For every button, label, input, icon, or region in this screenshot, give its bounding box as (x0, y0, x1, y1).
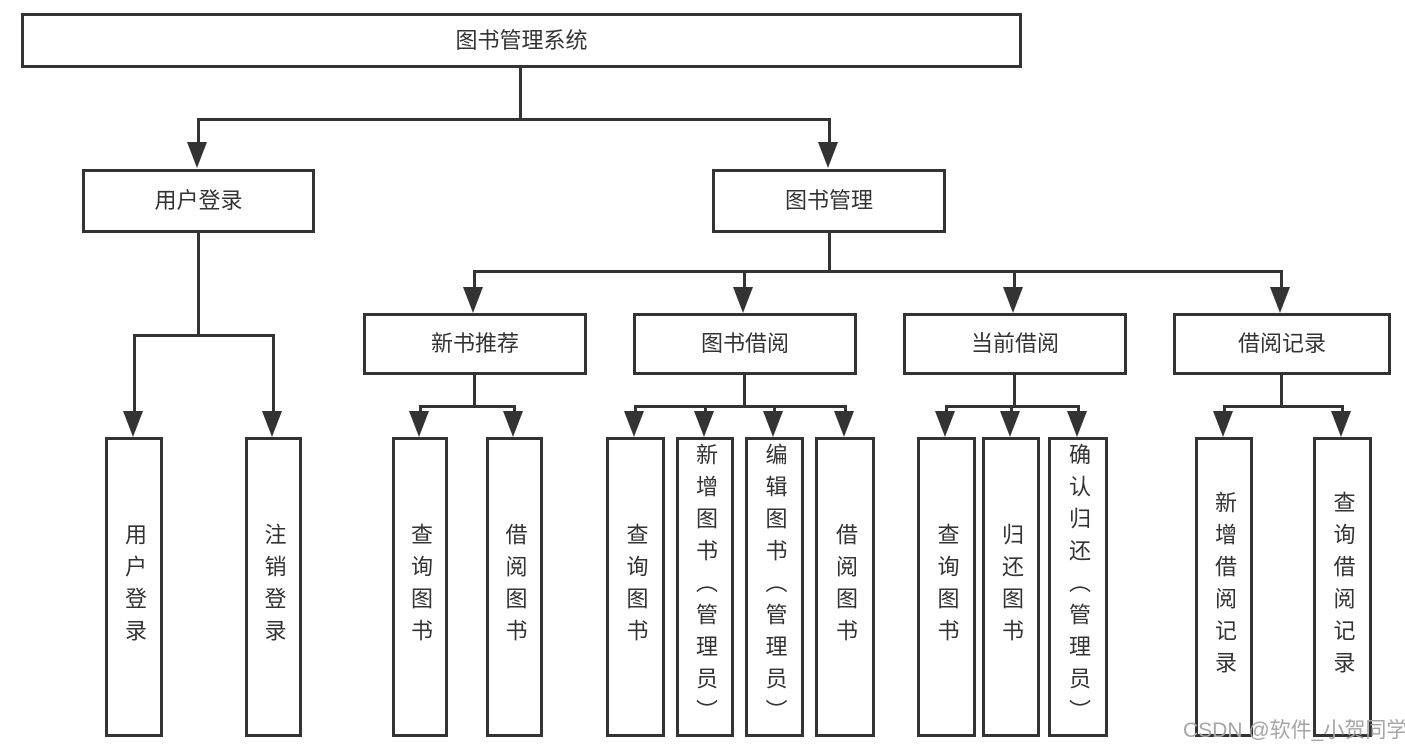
arrow-down-icon (763, 411, 783, 437)
node-user-login: 用户登录 (82, 169, 315, 233)
node-label: 借阅图书 (833, 523, 858, 651)
connector-stem (197, 118, 200, 148)
connector-hline (133, 334, 275, 337)
node-label: 借阅记录 (1237, 331, 1326, 356)
arrow-down-icon (1067, 411, 1087, 437)
node-label: 新增借阅记录 (1212, 491, 1237, 683)
node-label: 归还图书 (999, 523, 1024, 651)
node-label: 当前借阅 (970, 331, 1059, 356)
connector-vline (519, 68, 522, 121)
node-label: 用户登录 (154, 188, 243, 213)
node-logout: 注销登录 (245, 437, 302, 737)
connector-hline (473, 270, 1283, 273)
node-borrowing-records: 借阅记录 (1173, 313, 1391, 375)
arrow-down-icon (1000, 411, 1020, 437)
arrow-down-icon (187, 142, 207, 168)
node-label: 图书管理 (784, 188, 873, 213)
node-label: 注销登录 (261, 523, 287, 651)
connector-stem (828, 118, 831, 148)
connector-vline (197, 233, 200, 337)
connector-stem (133, 334, 136, 417)
connector-hline (1223, 405, 1344, 408)
connector-hline (634, 405, 847, 408)
node-user-login-leaf: 用户登录 (105, 437, 163, 737)
connector-vline (1280, 375, 1283, 408)
node-label: 查询借阅记录 (1330, 491, 1356, 683)
arrow-down-icon (694, 411, 714, 437)
arrow-down-icon (733, 287, 753, 313)
node-label: 图书管理系统 (455, 27, 588, 53)
arrow-down-icon (503, 411, 523, 437)
connector-hline (197, 118, 831, 121)
node-book-management: 图书管理 (712, 169, 946, 233)
node-query-books-current: 查询图书 (917, 437, 976, 737)
node-label: 编辑图书（管理员） (762, 443, 788, 731)
node-label: 借阅图书 (502, 523, 528, 651)
node-add-books-admin: 新增图书（管理员） (676, 437, 734, 737)
node-query-books-recommend: 查询图书 (392, 437, 448, 737)
connector-hline (419, 405, 516, 408)
node-label: 图书借阅 (700, 331, 789, 356)
node-confirm-return-admin: 确认归还（管理员） (1048, 437, 1108, 737)
arrow-down-icon (123, 411, 143, 437)
arrow-down-icon (818, 142, 838, 168)
node-borrow-books-leaf: 借阅图书 (815, 437, 875, 737)
arrow-down-icon (463, 287, 483, 313)
node-return-books: 归还图书 (982, 437, 1040, 737)
node-add-borrow-record: 新增借阅记录 (1195, 437, 1253, 737)
node-label: 用户登录 (122, 523, 147, 651)
arrow-down-icon (935, 411, 955, 437)
node-label: 新增图书（管理员） (693, 443, 718, 731)
node-new-book-recommendation: 新书推荐 (363, 313, 587, 375)
node-label: 新书推荐 (430, 331, 519, 356)
arrow-down-icon (1331, 411, 1351, 437)
node-query-borrow-record: 查询借阅记录 (1313, 437, 1372, 737)
arrow-down-icon (1003, 287, 1023, 313)
node-label: 查询图书 (408, 523, 433, 651)
connector-vline (828, 233, 831, 273)
connector-stem (1280, 270, 1283, 293)
node-label: 查询图书 (934, 523, 960, 651)
node-borrow-books-recommend: 借阅图书 (486, 437, 543, 737)
connector-vline (473, 375, 476, 408)
connector-vline (743, 375, 746, 408)
arrow-down-icon (834, 411, 854, 437)
node-label: 确认归还（管理员） (1066, 443, 1091, 731)
connector-stem (272, 334, 275, 417)
arrow-down-icon (1213, 411, 1233, 437)
arrow-down-icon (409, 411, 429, 437)
arrow-down-icon (624, 411, 644, 437)
arrow-down-icon (1270, 287, 1290, 313)
node-book-management-system: 图书管理系统 (21, 13, 1022, 68)
node-edit-books-admin: 编辑图书（管理员） (745, 437, 804, 737)
connector-stem (473, 270, 476, 293)
connector-vline (1013, 375, 1016, 408)
node-label: 查询图书 (623, 523, 649, 651)
node-query-books-borrow: 查询图书 (606, 437, 665, 737)
node-current-borrowing: 当前借阅 (903, 313, 1127, 375)
connector-stem (743, 270, 746, 293)
node-book-borrowing: 图书借阅 (633, 313, 857, 375)
watermark: CSDN @软件_小贺同学 (1183, 719, 1405, 742)
connector-stem (1013, 270, 1016, 293)
arrow-down-icon (262, 411, 282, 437)
